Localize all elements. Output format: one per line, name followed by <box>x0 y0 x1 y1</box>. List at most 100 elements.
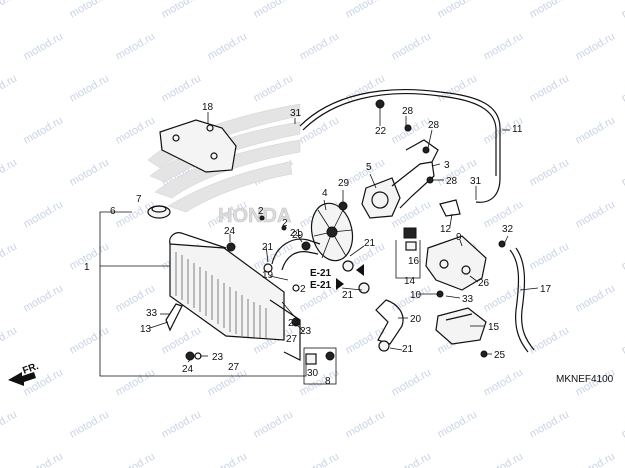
watermark-text: motod.ru <box>574 114 618 146</box>
watermark-text: motod.ru <box>0 240 19 272</box>
diagram-code: MKNEF4100 <box>556 374 614 385</box>
callout-28: 28 <box>402 106 414 117</box>
callout-21: 21 <box>342 290 354 301</box>
front-arrow-icon <box>8 372 36 386</box>
reference-e21-lower: E-21 <box>310 280 332 291</box>
watermark-text: motod.ru <box>22 282 66 314</box>
watermark-text: motod.ru <box>528 240 572 272</box>
callout-33: 33 <box>146 308 158 319</box>
leader-lines <box>149 108 539 363</box>
watermark-text: motod.ru <box>390 450 434 468</box>
callout-24: 24 <box>224 226 236 237</box>
callout-12: 12 <box>440 224 452 235</box>
callout-32: 32 <box>502 224 514 235</box>
watermark-text: motod.ru <box>436 408 480 440</box>
callout-24: 24 <box>288 318 300 329</box>
callout-19: 19 <box>262 270 274 281</box>
callout-29: 29 <box>338 178 350 189</box>
siphon-hose[interactable] <box>509 247 535 353</box>
watermark-text: motod.ru <box>528 156 572 188</box>
callout-21: 21 <box>364 238 376 249</box>
callout-2: 2 <box>300 284 306 295</box>
radiator[interactable] <box>169 232 301 361</box>
radiator-shroud[interactable] <box>159 119 237 173</box>
watermark-text: motod.ru <box>22 30 66 62</box>
callout-11: 11 <box>512 124 523 135</box>
callout-21: 21 <box>262 242 274 253</box>
callout-2: 2 <box>282 218 288 229</box>
watermark-text: motod.ru <box>0 408 19 440</box>
watermark-text: motod.ru <box>160 0 204 21</box>
watermark-text: motod.ru <box>206 450 250 468</box>
reserve-tank[interactable] <box>435 307 487 345</box>
callout-17: 17 <box>540 284 552 295</box>
watermark-text: motod.ru <box>68 72 112 104</box>
watermark-text: motod.ru <box>574 198 618 230</box>
callout-18: 18 <box>202 102 214 113</box>
callout-27: 27 <box>228 362 240 373</box>
callout-28: 28 <box>446 176 458 187</box>
watermark-text: motod.ru <box>574 282 618 314</box>
callout-2: 2 <box>258 206 264 217</box>
small-parts <box>165 99 506 365</box>
callout-22: 22 <box>375 126 387 137</box>
callout-21: 21 <box>402 344 414 355</box>
watermark-text: motod.ru <box>0 0 19 21</box>
watermark-text: motod.ru <box>160 324 204 356</box>
watermark-text: motod.ru <box>620 0 625 21</box>
watermark-text: motod.ru <box>252 408 296 440</box>
watermark-text: motod.ru <box>298 450 342 468</box>
callout-25: 25 <box>494 350 506 361</box>
callout-31: 31 <box>470 176 482 187</box>
watermark-text: motod.ru <box>620 156 625 188</box>
callout-15: 15 <box>488 322 500 333</box>
watermark-text: motod.ru <box>0 72 19 104</box>
watermark-text: motod.ru <box>114 114 158 146</box>
callout-30: 30 <box>307 368 319 379</box>
watermark-text: motod.ru <box>574 450 618 468</box>
watermark-text: motod.ru <box>528 408 572 440</box>
upper-hose[interactable] <box>271 238 321 271</box>
watermark-text: motod.ru <box>252 0 296 21</box>
watermark-text: motod.ru <box>620 324 625 356</box>
honda-logo-text: HONDA <box>218 205 291 227</box>
callout-31: 31 <box>290 108 302 119</box>
watermark-text: motod.ru <box>68 408 112 440</box>
watermark-text: motod.ru <box>68 324 112 356</box>
callout-3: 3 <box>444 160 450 171</box>
callout-1: 1 <box>84 262 90 273</box>
callout-7: 7 <box>136 194 142 205</box>
cooling-fan[interactable] <box>306 199 357 264</box>
watermark-text: motod.ru <box>620 72 625 104</box>
callout-28: 28 <box>428 120 440 131</box>
watermark-text: motod.ru <box>436 0 480 21</box>
watermark-text: motod.ru <box>114 30 158 62</box>
overflow-hose[interactable] <box>299 89 501 203</box>
callout-16: 16 <box>408 256 420 267</box>
callout-24: 24 <box>182 364 194 375</box>
callout-14: 14 <box>404 276 416 287</box>
watermark-text: motod.ru <box>114 366 158 398</box>
watermark-text: motod.ru <box>344 408 388 440</box>
callout-26: 26 <box>478 278 490 289</box>
water-pump[interactable] <box>425 235 487 291</box>
group-brackets <box>99 211 421 385</box>
watermark-text: motod.ru <box>160 408 204 440</box>
watermark-text: motod.ru <box>22 114 66 146</box>
watermark-text: motod.ru <box>482 366 526 398</box>
radiator-cap[interactable] <box>147 205 171 219</box>
callout-27: 27 <box>286 334 298 345</box>
watermark-text: motod.ru <box>252 240 296 272</box>
watermark-text: motod.ru <box>160 72 204 104</box>
callout-13: 13 <box>140 324 152 335</box>
fan-motor[interactable] <box>361 177 401 219</box>
callout-23: 23 <box>212 352 224 363</box>
callout-labels: 1 2 2 2 3 4 5 6 7 8 9 10 11 12 13 14 15 … <box>84 102 552 387</box>
watermark-text: motod.ru <box>482 30 526 62</box>
watermark-text: motod.ru <box>436 72 480 104</box>
reference-arrows <box>336 264 364 290</box>
reference-e21-upper: E-21 <box>310 268 332 279</box>
fan-bracket[interactable] <box>391 139 439 209</box>
callout-20: 20 <box>410 314 422 325</box>
